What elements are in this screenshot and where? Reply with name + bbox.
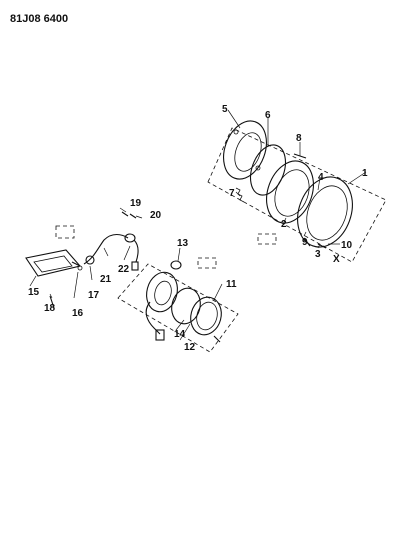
callout-19: 19 (130, 198, 142, 209)
callout-12: 12 (184, 342, 196, 353)
callout-16: 16 (72, 308, 84, 319)
reference-box (197, 257, 217, 269)
leader-line (227, 109, 241, 129)
leader-line (119, 207, 127, 213)
marker-lead (133, 239, 139, 263)
housing-screw-hole (233, 129, 239, 135)
side-marker-assembly (25, 207, 143, 309)
headlamp-assembly-dashed-boundary (207, 127, 387, 263)
parking-lamp-socket (154, 280, 172, 306)
leader-line (317, 243, 321, 249)
parking-lamp-gasket (171, 287, 201, 325)
callout-20: 20 (150, 210, 162, 221)
parking-lamp-dashed-boundary (117, 263, 239, 353)
leader-line (235, 191, 241, 197)
leader-line (317, 177, 321, 191)
callout-labels: 1 2 3 4 5 6 7 8 9 10 11 12 13 14 15 16 1… (28, 104, 368, 353)
housing-inner-rim (234, 132, 262, 172)
marker-connector (131, 261, 139, 271)
leader-line (135, 215, 143, 219)
parking-lamp-lens-inner (196, 301, 218, 331)
sealed-beam-lens (274, 169, 310, 217)
reference-box (55, 225, 75, 239)
leader-line (283, 217, 287, 223)
lens-screw (213, 335, 221, 343)
leader-line (73, 271, 79, 299)
callout-14: 14 (174, 329, 186, 340)
callout-15: 15 (28, 287, 40, 298)
leader-line (89, 265, 93, 281)
leader-line (103, 247, 109, 257)
callout-7: 7 (229, 188, 235, 199)
marker-screws (121, 211, 137, 219)
callout-3: 3 (315, 249, 321, 260)
leader-line (179, 323, 191, 341)
parking-lamp-connector (155, 329, 165, 341)
side-marker-gasket (71, 261, 81, 267)
housing-screw-hole (255, 165, 261, 171)
callout-22: 22 (118, 264, 130, 275)
parking-lamp-wire (145, 301, 161, 335)
adjusting-spring (235, 187, 245, 203)
callout-18: 18 (44, 303, 56, 314)
marker-screw (49, 295, 55, 309)
sealed-beam-lamp (266, 160, 314, 224)
leader-line (49, 293, 53, 299)
callout-10: 10 (341, 240, 353, 251)
callout-2: 2 (281, 219, 287, 230)
leader-line (175, 319, 185, 331)
leader-line (303, 231, 307, 237)
parking-lamp-bulb (170, 260, 182, 270)
callout-17: 17 (88, 290, 100, 301)
callout-21: 21 (100, 274, 112, 285)
bezel-inner-edge (306, 185, 348, 241)
callout-13: 13 (177, 238, 189, 249)
leader-line (177, 247, 181, 262)
bezel-screw (303, 237, 311, 247)
marker-wire (83, 233, 129, 265)
callout-4: 4 (318, 172, 324, 183)
headlamp-housing (223, 120, 267, 180)
callout-1: 1 (362, 168, 368, 179)
callout-9: 9 (302, 237, 308, 248)
callout-5: 5 (222, 104, 228, 115)
marker-mount-point (77, 265, 83, 271)
callout-x-mark: X (333, 254, 340, 265)
marker-bulb-socket (124, 233, 136, 243)
parking-lamp-lens (190, 296, 222, 336)
callout-11: 11 (226, 279, 237, 290)
callout-8: 8 (296, 133, 302, 144)
headlamp-bezel (297, 176, 353, 248)
leader-line (347, 171, 367, 185)
leader-line (123, 245, 131, 261)
parking-lamp-housing (146, 271, 178, 313)
retaining-ring (249, 144, 287, 196)
side-marker-lens (33, 255, 73, 273)
leader-line (213, 283, 223, 301)
diagram-code: 81J08 6400 (10, 13, 68, 25)
callout-6: 6 (265, 110, 271, 121)
reference-box (257, 233, 277, 245)
side-marker-housing (25, 249, 82, 277)
marker-socket (85, 255, 95, 265)
parking-lamp-assembly (117, 247, 239, 353)
leader-line (29, 275, 37, 287)
headlamp-assembly (207, 109, 387, 263)
